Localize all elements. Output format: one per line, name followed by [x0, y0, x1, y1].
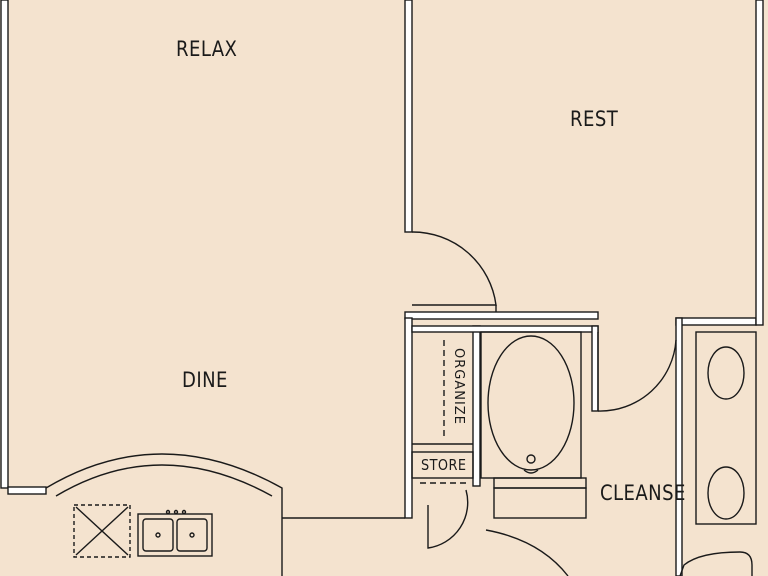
wall-rest-bottom-2 [675, 317, 757, 326]
wall-organize-left [404, 317, 413, 519]
kitchen-sink-right [176, 518, 208, 552]
kitchen-sink-left [142, 518, 174, 552]
door-swing-bath [597, 339, 677, 412]
room-label-organize: ORGANIZE [451, 348, 466, 425]
sink-upper [707, 346, 745, 400]
wall-relax-rest [404, 0, 413, 233]
tub-drain [526, 454, 536, 464]
wall-rest-bottom [404, 311, 599, 320]
wall-left-exterior [0, 0, 9, 489]
sink-drain-right [189, 532, 195, 538]
door-swing-rest [411, 231, 497, 306]
bath-counter [493, 487, 587, 519]
tub-enclosure [480, 331, 582, 479]
room-label-cleanse: CLEANSE [600, 481, 686, 505]
sink-drain-left [155, 532, 161, 538]
faucet-b [173, 509, 179, 515]
room-label-rest: REST [570, 107, 619, 131]
room-label-relax: RELAX [176, 37, 238, 61]
wall-bath-mid [591, 325, 599, 412]
wall-left-stub [7, 486, 47, 495]
kitchen-bar [45, 453, 283, 576]
room-label-store: STORE [421, 456, 467, 474]
vanity-right [695, 331, 757, 525]
door-swing-hall [485, 529, 569, 576]
cooktop [73, 504, 131, 558]
wall-organize-right [472, 325, 481, 487]
faucet-a [165, 509, 171, 515]
kitchen-sink [137, 513, 213, 557]
tub-spout [523, 469, 539, 474]
bath-counter-top [493, 477, 587, 489]
wall-bath-right [675, 317, 683, 576]
kitchen-bar-inner [55, 464, 273, 497]
faucet-c [181, 509, 187, 515]
door-swing-store [427, 489, 469, 549]
toilet [679, 551, 753, 576]
cooktop-cross-b [75, 506, 129, 556]
wall-bath-top [411, 325, 599, 333]
store-closet [411, 451, 474, 479]
sink-lower [707, 466, 745, 520]
bathtub [487, 335, 575, 471]
wall-right-exterior [755, 0, 764, 326]
room-label-dine: DINE [182, 368, 228, 392]
